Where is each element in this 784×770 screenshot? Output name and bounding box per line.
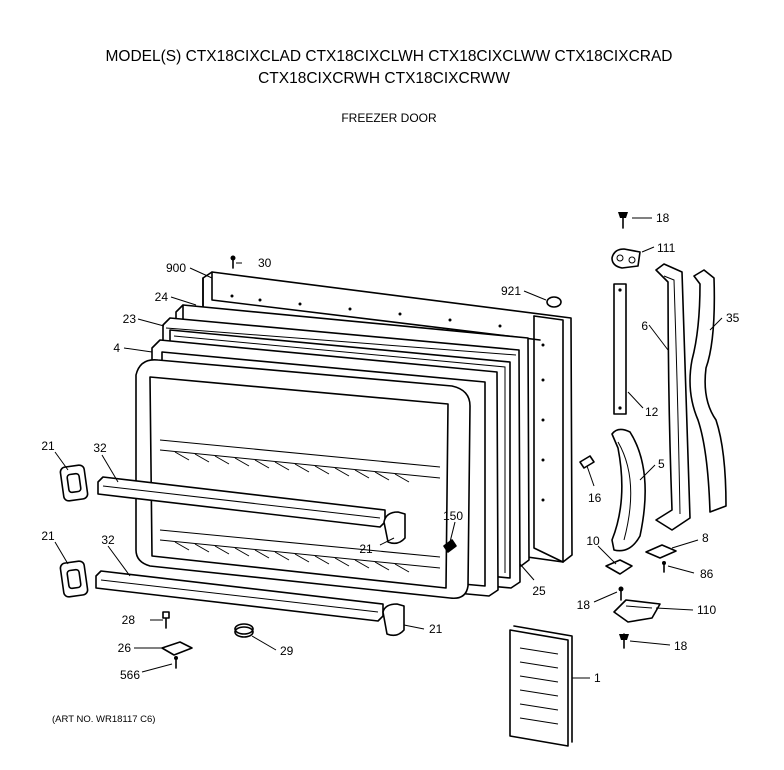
callout-110: 110 xyxy=(697,603,716,617)
screw-150 xyxy=(443,539,457,553)
callout-24: 24 xyxy=(155,290,169,304)
screw-86 xyxy=(662,561,666,573)
callout-10: 10 xyxy=(586,534,600,548)
handle-cap-10 xyxy=(605,559,633,575)
callout-21-left-top: 21 xyxy=(41,439,55,453)
callout-566: 566 xyxy=(120,668,140,682)
models-line-1: MODEL(S) CTX18CIXCLAD CTX18CIXCLWH CTX18… xyxy=(106,48,673,65)
callout-23: 23 xyxy=(123,312,137,326)
leader-lines xyxy=(54,217,723,679)
callout-900: 900 xyxy=(166,261,186,275)
door-liner xyxy=(135,358,471,600)
screw-16 xyxy=(579,455,595,469)
callout-35: 35 xyxy=(726,311,740,325)
callout-labels: 900 30 24 23 4 921 18 111 6 35 12 5 16 2… xyxy=(41,211,739,685)
use-and-care-booklet xyxy=(509,625,573,747)
plug-29 xyxy=(234,623,254,638)
shelf-end-cap-left-top xyxy=(59,464,89,502)
callout-12: 12 xyxy=(645,405,659,419)
callout-32-top: 32 xyxy=(93,441,107,455)
hinge-111 xyxy=(611,248,641,269)
models-line-2: CTX18CIXCRWH CTX18CIXCRWW xyxy=(258,70,510,87)
callout-111: 111 xyxy=(657,241,676,255)
screw-566 xyxy=(174,656,178,669)
callout-21-left-bottom: 21 xyxy=(41,529,55,543)
callout-32-bottom: 32 xyxy=(101,533,115,547)
handle-trim-35 xyxy=(689,269,727,513)
handle-trim-6 xyxy=(655,263,691,531)
screw-28 xyxy=(162,611,170,629)
callout-16: 16 xyxy=(588,491,602,505)
callout-26: 26 xyxy=(118,641,132,655)
section-title: FREEZER DOOR xyxy=(341,111,437,125)
screw-18-top xyxy=(618,212,628,229)
callout-1: 1 xyxy=(594,671,601,685)
callout-4: 4 xyxy=(113,341,120,355)
callout-30: 30 xyxy=(258,256,272,270)
callout-25: 25 xyxy=(532,584,546,598)
screw-18-mid xyxy=(618,586,624,601)
callout-5: 5 xyxy=(658,457,665,471)
shelf-end-cap-left-bottom xyxy=(59,560,89,598)
handle-bracket-12 xyxy=(613,283,627,415)
handle-cap-8 xyxy=(645,544,677,559)
hinge-110 xyxy=(613,599,661,623)
callout-921: 921 xyxy=(501,284,521,298)
callout-21-mid: 21 xyxy=(359,542,373,556)
shelf-end-cap-mid xyxy=(383,511,406,545)
callout-18-mid: 18 xyxy=(577,598,591,612)
screw-18-bottom xyxy=(619,633,629,649)
callout-28: 28 xyxy=(122,613,136,627)
callout-8: 8 xyxy=(702,531,709,545)
shelf-end-cap-bottom xyxy=(382,603,405,637)
bracket-26 xyxy=(161,641,193,656)
door-handle-5 xyxy=(611,428,646,552)
callout-18-bottom: 18 xyxy=(674,639,688,653)
callout-150: 150 xyxy=(443,509,463,523)
callout-21-bottom: 21 xyxy=(429,622,443,636)
callout-6: 6 xyxy=(641,319,648,333)
art-number: (ART NO. WR18117 C6) xyxy=(52,714,155,725)
screw-30 xyxy=(230,255,236,269)
callout-29: 29 xyxy=(280,644,294,658)
callout-86: 86 xyxy=(700,567,714,581)
callout-18-top: 18 xyxy=(656,211,670,225)
